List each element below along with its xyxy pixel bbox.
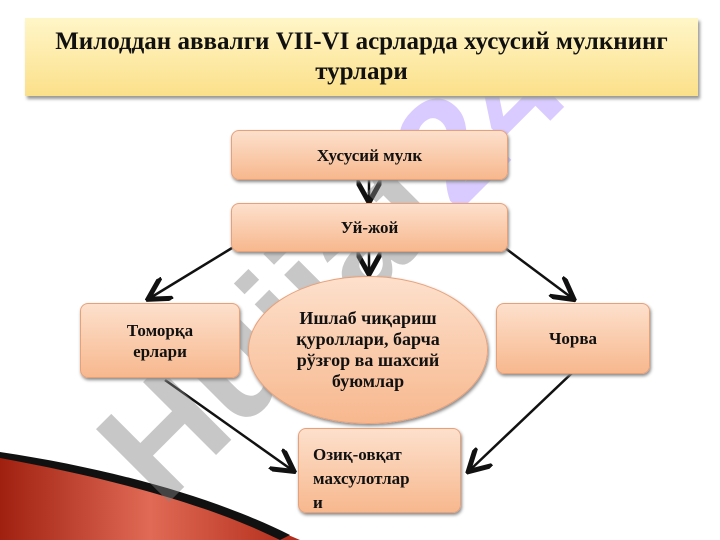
node-land: Томорқа ерлари (80, 303, 240, 378)
node-livestock: Чорва (496, 303, 650, 374)
node-private-property: Хусусий мулк (231, 130, 508, 180)
node-tools: Ишлаб чиқариш қуроллари, барча рўзғор ва… (248, 276, 488, 424)
black-swoosh (0, 452, 290, 540)
slide-title: Милоддан аввалги VII-VI асрларда хусусий… (25, 18, 698, 96)
node-house: Уй-жой (231, 203, 508, 252)
node-food: Озиқ-овқат махсулотлари (298, 428, 461, 513)
arrow-land-food (164, 378, 292, 470)
red-swoosh (0, 455, 300, 540)
arrow-house-land (150, 246, 233, 298)
arrow-livestock-food (470, 372, 573, 470)
arrow-house-livestock (504, 246, 572, 298)
